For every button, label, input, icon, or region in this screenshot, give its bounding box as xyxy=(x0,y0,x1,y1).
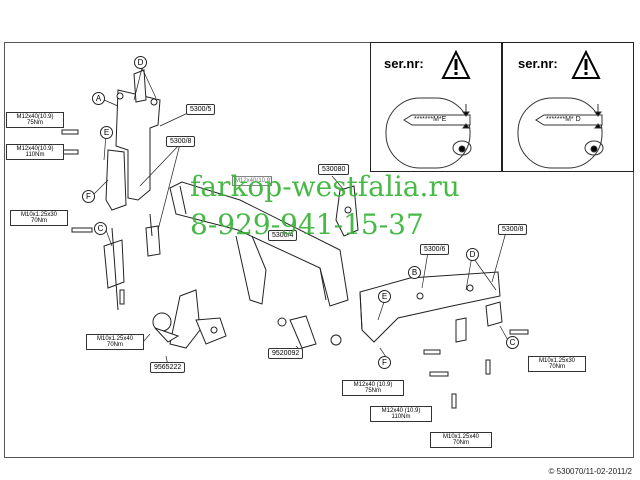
bolt-torque: 70Nm xyxy=(106,342,123,348)
torque-callout: M10x1.25x30 70Nm xyxy=(528,356,586,372)
label-e: E xyxy=(100,126,113,139)
bolt-spec: M10x1.25x40 xyxy=(96,336,134,342)
label-f: F xyxy=(82,190,95,203)
part-number-tag: 9520092 xyxy=(268,348,304,359)
bolt-torque: 70Nm xyxy=(30,218,47,224)
crossbar xyxy=(169,181,349,307)
label-a: A xyxy=(92,92,105,105)
serial-plate-text: *******M*E xyxy=(414,116,447,123)
part-number-tag: 5300/8 xyxy=(166,136,196,147)
torque-callout: M12x40(10.9) 75Nm xyxy=(6,112,64,128)
bolt-torque: 75Nm xyxy=(26,120,43,126)
bolt-spec: M10x1.25x40 xyxy=(442,434,480,440)
label-c: C xyxy=(94,222,107,235)
label-f: F xyxy=(378,356,391,369)
center-socket-plate xyxy=(335,185,359,237)
torque-callout: M12x40 (10.9) 110Nm xyxy=(370,406,432,422)
bolt-torque: 110Nm xyxy=(25,152,45,158)
warning-icon xyxy=(571,49,601,79)
torque-callout: M12x40 (10.9) 75Nm xyxy=(342,380,404,396)
bolt-torque: 110Nm xyxy=(391,414,411,420)
part-number-tag: 5300/6 xyxy=(420,244,450,255)
serial-panel-right xyxy=(502,42,634,172)
torque-callout: M10x1.25x40 70Nm xyxy=(430,432,492,448)
part-number-tag: 5300/8 xyxy=(498,224,528,235)
serial-plate-text: *******M* D xyxy=(546,116,581,123)
serial-plate-right xyxy=(517,97,604,169)
left-lower-mount xyxy=(103,213,161,311)
label-d: D xyxy=(466,248,479,261)
bolt-spec: M12x40(10.9) xyxy=(16,114,54,120)
serial-label-left: ser.nr: xyxy=(384,56,424,71)
right-side-bracket xyxy=(359,271,503,343)
torque-callout: M10x1.25x30 70Nm xyxy=(10,210,68,226)
bolt-torque: 70Nm xyxy=(452,440,469,446)
label-e: E xyxy=(378,290,391,303)
bolt-set xyxy=(61,129,529,409)
serial-panel-left xyxy=(370,42,502,172)
diagram-frame xyxy=(4,42,634,458)
bolt-spec: M12x40(10.9) xyxy=(16,146,54,152)
label-b: B xyxy=(408,266,421,279)
bolt-torque: 70Nm xyxy=(548,364,565,370)
serial-plate-left xyxy=(385,97,472,169)
torque-callout: M10x1.25x40 70Nm xyxy=(86,334,144,350)
serial-label-right: ser.nr: xyxy=(518,56,558,71)
torque-callout: M12x40(10.9) xyxy=(232,176,272,186)
bolt-spec: M12x40 (10.9) xyxy=(353,382,393,388)
part-number-tag: 530080 xyxy=(318,164,350,175)
bolt-spec: M10x1.25x30 xyxy=(20,212,58,218)
part-number-tag: 5300/4 xyxy=(268,230,298,241)
label-c: C xyxy=(506,336,519,349)
copyright: © 530070/11-02-2011/2 xyxy=(548,467,632,476)
tow-ball xyxy=(152,289,227,349)
socket-bracket xyxy=(277,315,342,349)
bolt-spec: M12x40(10.9) xyxy=(235,178,273,184)
torque-callout: M12x40(10.9) 110Nm xyxy=(6,144,64,160)
part-number-tag: 9565222 xyxy=(150,362,186,373)
left-side-bracket xyxy=(105,69,161,211)
bolt-spec: M12x40 (10.9) xyxy=(381,408,421,414)
label-d: D xyxy=(134,56,147,69)
watermark-site: farkop-westfalia.ru xyxy=(190,170,460,203)
bolt-spec: M10x1.25x30 xyxy=(538,358,576,364)
warning-icon xyxy=(441,49,471,79)
bolt-torque: 75Nm xyxy=(364,388,381,394)
part-number-tag: 5300/5 xyxy=(186,104,216,115)
watermark-phone: 8-929-941-15-37 xyxy=(190,208,424,241)
